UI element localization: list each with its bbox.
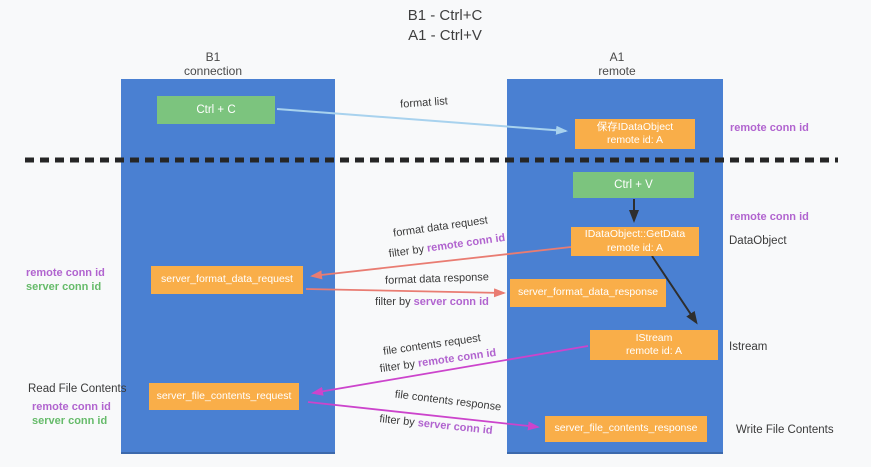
arrow-format-data-response [305, 288, 506, 298]
label-server-conn-id-bottom-left: server conn id [32, 415, 108, 427]
lane-a1-role: remote [598, 64, 636, 78]
lane-a1-name: A1 [609, 50, 625, 64]
filter-by-text: filter by [388, 242, 428, 261]
server-conn-id-highlight: server conn id [413, 296, 489, 308]
label-remote-conn-id-mid-left: remote conn id [26, 267, 105, 279]
file-request-label: server_file_contents_request [156, 389, 292, 402]
label-remote-conn-id-bottom-left: remote conn id [32, 401, 111, 413]
filter-by-text: filter by [378, 413, 419, 430]
label-istream: Istream [729, 341, 768, 353]
diagram-title: B1 - Ctrl+C A1 - Ctrl+V [300, 6, 590, 46]
label-remote-conn-id-mid-right: remote conn id [730, 211, 809, 223]
save-idataobject-line2: remote id: A [606, 134, 664, 146]
lane-header-b1: B1 connection [153, 50, 273, 78]
title-line-2: A1 - Ctrl+V [408, 27, 482, 44]
label-format-list: format list [399, 95, 449, 111]
lane-header-a1: A1 remote [557, 50, 677, 78]
node-server-file-contents-request: server_file_contents_request [149, 383, 299, 410]
label-filter-server-conn-id-format: filter by server conn id [374, 296, 490, 308]
node-ctrl-v: Ctrl + V [573, 172, 694, 198]
server-conn-id-highlight: server conn id [417, 417, 494, 437]
file-response-label: server_file_contents_response [554, 422, 698, 435]
istream-line2: remote id: A [625, 345, 683, 357]
node-idataobject-getdata: IDataObject::GetData remote id: A [571, 227, 699, 256]
filter-by-text: filter by [375, 296, 414, 308]
getdata-line1: IDataObject::GetData [584, 228, 686, 241]
label-filter-server-conn-id-file: filter by server conn id [378, 413, 495, 437]
ctrl-c-label: Ctrl + C [196, 103, 236, 116]
ctrl-v-label: Ctrl + V [614, 178, 653, 191]
format-request-label: server_format_data_request [161, 273, 293, 286]
label-read-file-contents: Read File Contents [28, 383, 127, 395]
node-save-idataobject: 保存IDataObject remote id: A [575, 119, 695, 149]
label-conn-ids-bottom-left: remote conn id server conn id [32, 400, 111, 428]
label-file-contents-response: file contents response [394, 388, 502, 414]
format-response-label: server_format_data_response [517, 286, 659, 299]
getdata-line2: remote id: A [606, 241, 664, 254]
lane-b1-name: B1 [205, 50, 221, 64]
label-dataobject: DataObject [729, 235, 787, 247]
remote-conn-id-highlight: remote conn id [426, 231, 506, 255]
node-server-file-contents-response: server_file_contents_response [545, 416, 707, 442]
label-format-data-response: format data response [384, 271, 490, 287]
lane-b1-role: connection [183, 64, 243, 78]
istream-line1: IStream [635, 331, 673, 344]
filter-by-text: filter by [379, 357, 419, 376]
label-conn-ids-mid-left: remote conn id server conn id [26, 266, 105, 294]
node-istream: IStream remote id: A [590, 330, 718, 360]
save-idataobject-line1: 保存IDataObject [596, 120, 674, 133]
node-ctrl-c: Ctrl + C [157, 96, 275, 124]
node-server-format-data-response: server_format_data_response [510, 279, 666, 307]
label-write-file-contents: Write File Contents [736, 424, 834, 436]
label-server-conn-id-mid-left: server conn id [26, 281, 102, 293]
node-server-format-data-request: server_format_data_request [151, 266, 303, 294]
title-line-1: B1 - Ctrl+C [407, 7, 483, 24]
label-remote-conn-id-top-right: remote conn id [730, 122, 809, 134]
